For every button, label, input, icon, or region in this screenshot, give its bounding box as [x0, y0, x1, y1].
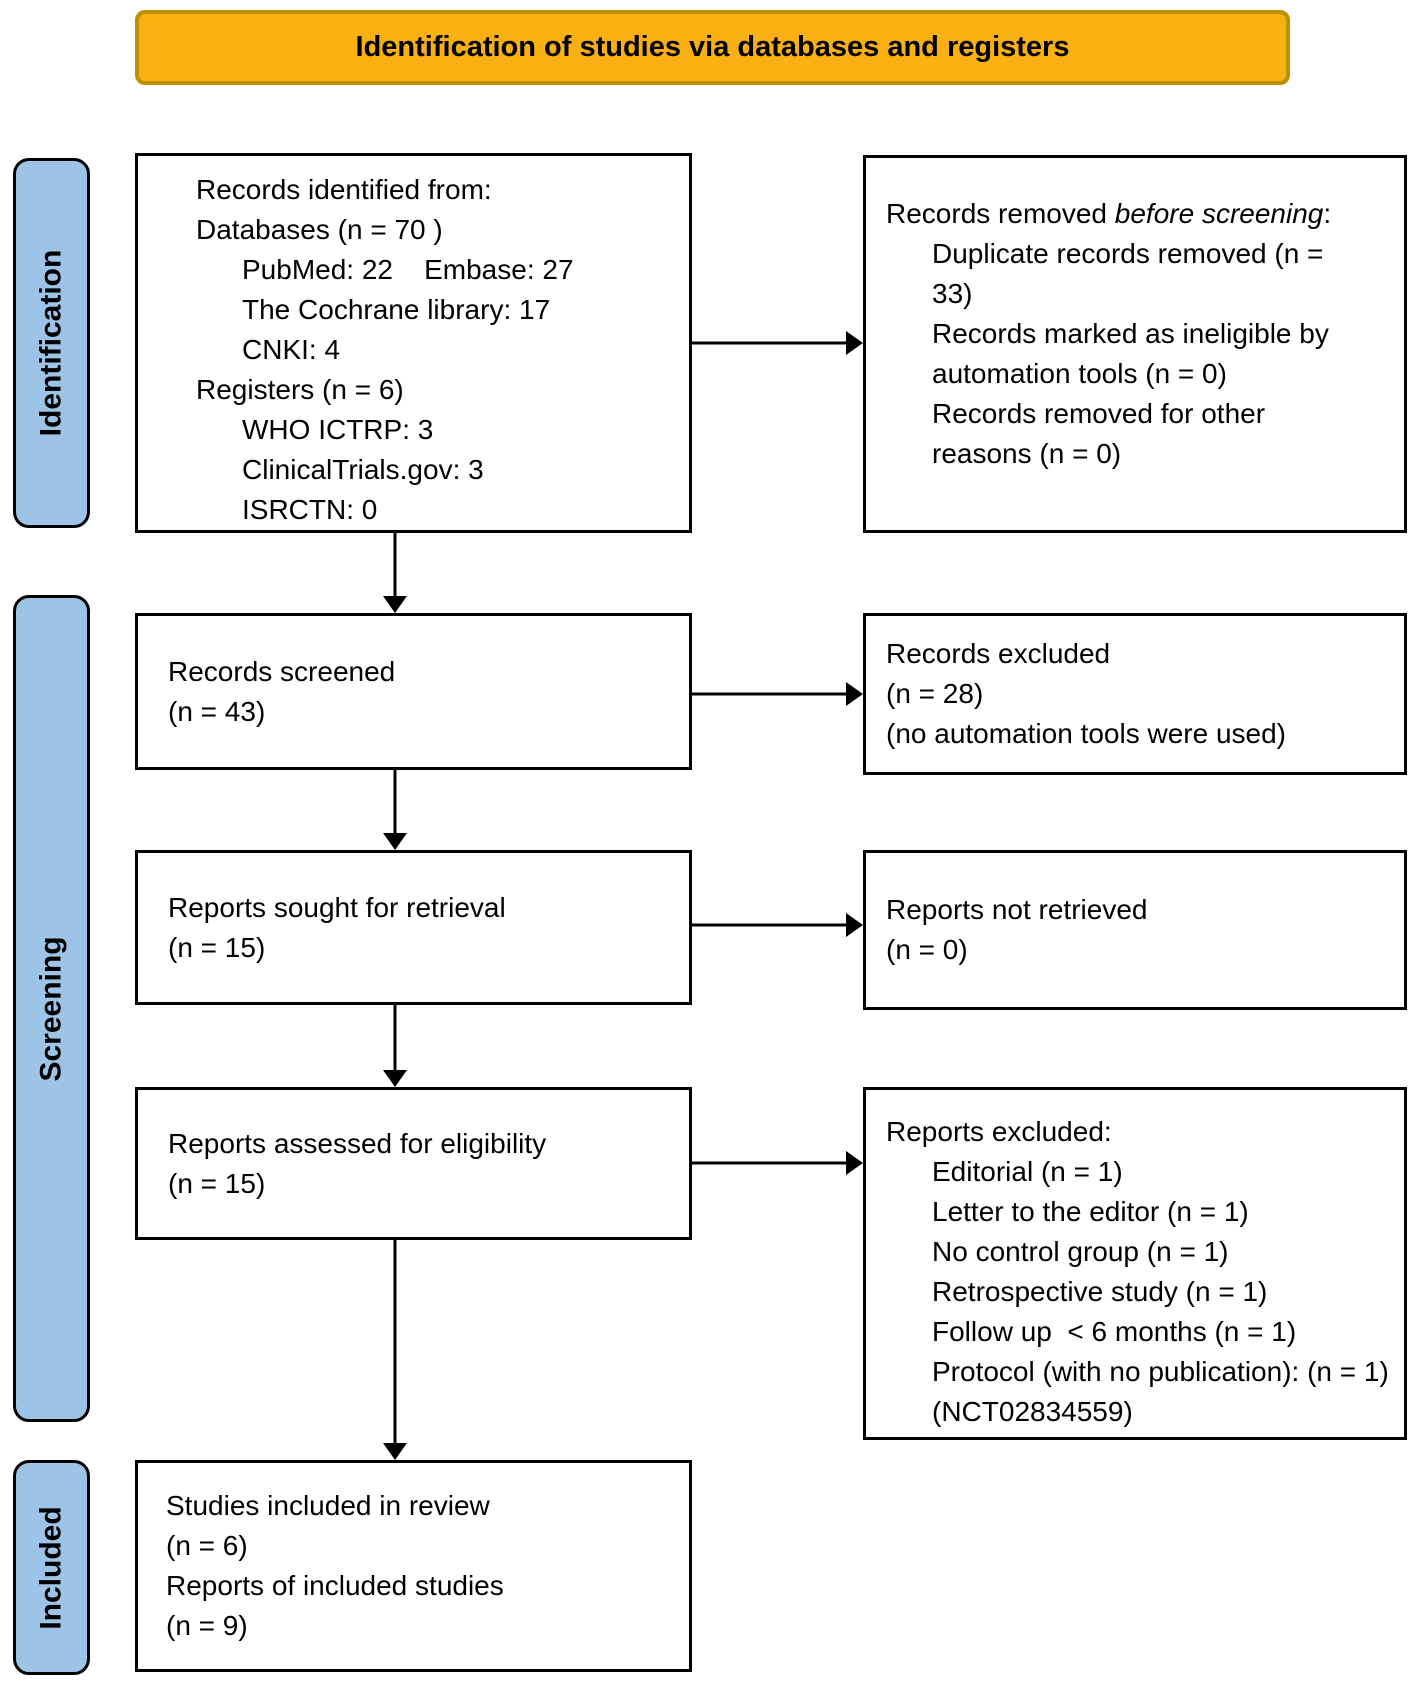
arrow-screened-to-sought — [383, 770, 407, 850]
text-line: Registers (n = 6) — [196, 374, 404, 405]
arrow-head — [383, 1443, 407, 1460]
box-records-screened: Records screened (n = 43) — [135, 613, 692, 770]
arrow-screened-to-excluded — [692, 682, 863, 706]
arrow-head — [383, 596, 407, 613]
arrow-sought-to-not-retrieved — [692, 913, 863, 937]
text-line: (n = 15) — [168, 931, 266, 963]
box-records-removed: Records removed before screening: Duplic… — [863, 155, 1407, 533]
arrow-head — [383, 1070, 407, 1087]
arrow-shaft — [393, 1005, 397, 1072]
records-removed-title-italic: before screening — [1114, 198, 1324, 229]
text-line: Records excluded — [886, 638, 1111, 669]
arrow-shaft — [692, 341, 848, 345]
text-line: The Cochrane library: 17 — [242, 294, 551, 325]
arrow-head — [846, 682, 863, 706]
box-reports-excluded: Reports excluded: Editorial (n = 1) Letter… — [863, 1087, 1407, 1440]
arrow-shaft — [692, 1161, 848, 1165]
arrow-shaft — [393, 1240, 397, 1445]
text-line: Retrospective study (n = 1) — [932, 1276, 1268, 1307]
stage-label-identification: Identification — [13, 158, 90, 528]
box-reports-assessed: Reports assessed for eligibility (n = 15) — [135, 1087, 692, 1240]
box-records-excluded: Records excluded (n = 28) (no automation t… — [863, 613, 1407, 775]
text-line: WHO ICTRP: 3 — [242, 414, 434, 445]
title-banner: Identification of studies via databases … — [135, 10, 1290, 85]
stage-label-included: Included — [13, 1460, 90, 1675]
text-line: Follow up < 6 months (n = 1) — [932, 1316, 1297, 1347]
box-records-identified: Records identified from: Databases (n = 7… — [135, 153, 692, 533]
box-reports-sought: Reports sought for retrieval (n = 15) — [135, 850, 692, 1005]
text-line: No control group (n = 1) — [932, 1236, 1229, 1267]
records-removed-title-prefix: Records removed — [886, 198, 1115, 229]
arrow-head — [383, 833, 407, 850]
arrow-shaft — [393, 533, 397, 598]
arrow-identified-to-screened — [383, 533, 407, 613]
arrow-identified-to-removed — [692, 331, 863, 355]
text-line: Editorial (n = 1) — [932, 1156, 1123, 1187]
text-line: Studies included in review — [166, 1490, 490, 1521]
text-line: (no automation tools were used) — [886, 718, 1286, 749]
text-line: Letter to the editor (n = 1) — [932, 1196, 1249, 1227]
text-line: (n = 28) — [886, 678, 984, 709]
text-line: Records marked as ineligible by automati… — [932, 318, 1337, 389]
arrow-shaft — [692, 923, 848, 927]
text-line: ClinicalTrials.gov: 3 — [242, 454, 484, 485]
arrow-shaft — [393, 770, 397, 835]
stage-text-screening: Screening — [34, 935, 68, 1082]
text-line: PubMed: 22 Embase: 27 — [242, 254, 574, 285]
text-line: Databases (n = 70 ) — [196, 214, 443, 245]
text-line: Reports of included studies — [166, 1570, 504, 1601]
arrow-head — [846, 331, 863, 355]
arrow-shaft — [692, 692, 848, 696]
text-line: Duplicate records removed (n = 33) — [932, 238, 1332, 309]
text-line: Reports excluded: — [886, 1116, 1112, 1147]
records-removed-items: Duplicate records removed (n = 33) Record… — [886, 234, 1346, 474]
diagram-title: Identification of studies via databases … — [355, 31, 1070, 63]
text-line: (n = 6) — [166, 1530, 248, 1561]
text-line: (n = 15) — [168, 1167, 266, 1199]
stage-label-screening: Screening — [13, 595, 90, 1422]
stage-text-included: Included — [34, 1505, 68, 1630]
text-line: Protocol (with no publication): (n = 1) … — [932, 1356, 1397, 1427]
text-line: ISRCTN: 0 — [242, 494, 378, 525]
text-line: Records screened — [168, 655, 396, 687]
box-reports-not-retrieved: Reports not retrieved (n = 0) — [863, 850, 1407, 1010]
text-line: (n = 43) — [168, 695, 266, 727]
box-studies-included: Studies included in review (n = 6) Reports… — [135, 1460, 692, 1672]
arrow-head — [846, 913, 863, 937]
text-line: Records identified from: — [196, 174, 492, 205]
arrow-assessed-to-included — [383, 1240, 407, 1460]
records-removed-title: Records removed before screening: — [886, 194, 1346, 234]
stage-text-identification: Identification — [34, 249, 68, 437]
text-line: CNKI: 4 — [242, 334, 341, 365]
arrow-head — [846, 1151, 863, 1175]
text-line: (n = 0) — [886, 934, 968, 965]
arrow-sought-to-assessed — [383, 1005, 407, 1087]
records-removed-title-suffix: : — [1323, 198, 1332, 229]
text-line: Reports assessed for eligibility — [168, 1127, 547, 1159]
text-line: Records removed for other reasons (n = 0… — [932, 398, 1273, 469]
arrow-assessed-to-reports-excluded — [692, 1151, 863, 1175]
text-line: Reports sought for retrieval — [168, 891, 506, 923]
text-line: (n = 9) — [166, 1610, 248, 1641]
text-line: Reports not retrieved — [886, 894, 1148, 925]
